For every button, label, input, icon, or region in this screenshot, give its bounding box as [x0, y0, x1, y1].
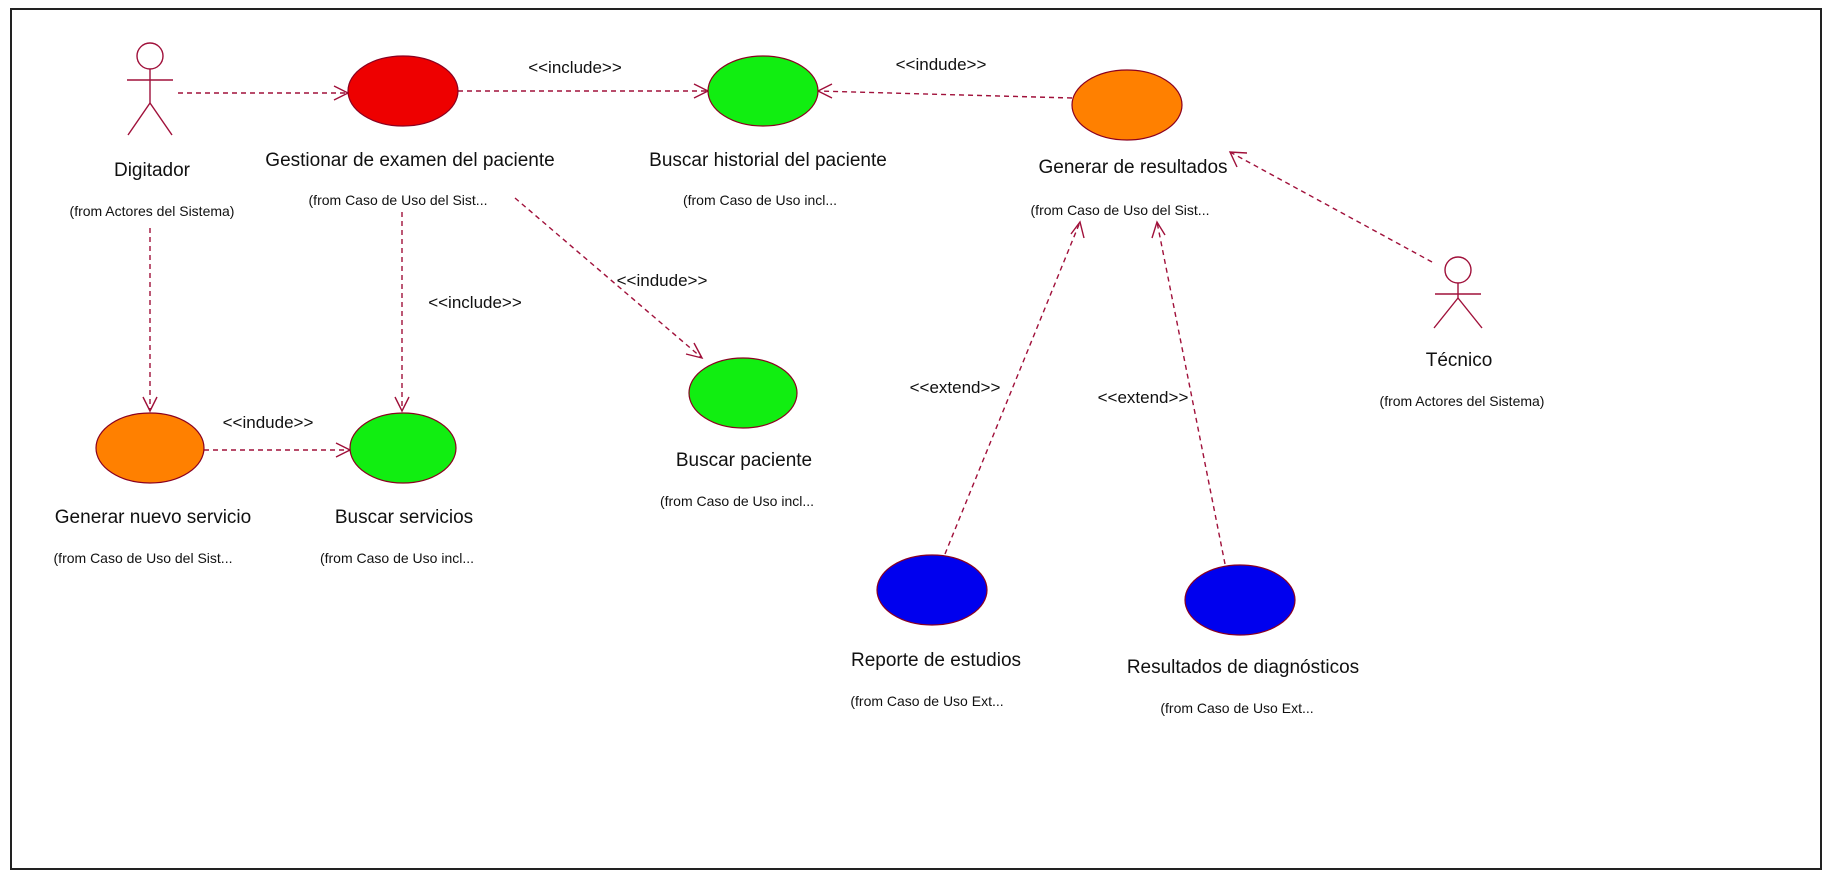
- usecase-gestionar-examen[interactable]: [347, 55, 459, 127]
- usecase-reporte-from: (from Caso de Uso Ext...: [850, 693, 1004, 709]
- actor-digitador-icon[interactable]: [127, 42, 173, 136]
- stereotype-include-label: <<indude>>: [222, 413, 314, 432]
- usecase-generar-resultados-from: (from Caso de Uso del Sist...: [1030, 202, 1210, 218]
- dep-generar-historial: [817, 90, 1073, 99]
- usecase-buscar-servicios-from: (from Caso de Uso incl...: [319, 550, 475, 566]
- usecase-buscar-paciente-from: (from Caso de Uso incl...: [659, 493, 815, 509]
- usecase-buscar-paciente[interactable]: [688, 357, 798, 429]
- usecase-buscar-paciente-name: Buscar paciente: [675, 450, 813, 471]
- usecase-gestionar-from: (from Caso de Uso del Sist...: [308, 192, 488, 208]
- usecase-historial-name: Buscar historial del paciente: [649, 150, 887, 171]
- usecase-generar-resultados-name: Generar de resultados: [1038, 157, 1228, 178]
- usecase-resultados-diag-from: (from Caso de Uso Ext...: [1160, 700, 1314, 716]
- actor-tecnico-name: Técnico: [1425, 350, 1493, 371]
- usecase-buscar-servicios-name: Buscar servicios: [334, 507, 474, 528]
- diagram-frame: [10, 8, 1822, 870]
- arrowhead: [1151, 220, 1166, 239]
- usecase-generar-resultados[interactable]: [1071, 69, 1183, 141]
- usecase-generar-nuevo-servicio[interactable]: [95, 412, 205, 484]
- arrowhead: [685, 342, 704, 360]
- stereotype-include-label: <<include>>: [428, 293, 522, 312]
- arrowhead: [1228, 151, 1248, 168]
- stereotype-extend-label: <<extend>>: [1097, 388, 1189, 407]
- actor-digitador-from: (from Actores del Sistema): [69, 203, 235, 219]
- usecase-gestionar-name: Gestionar de examen del paciente: [265, 150, 555, 171]
- usecase-resultados-diagnosticos[interactable]: [1184, 564, 1296, 636]
- usecase-resultados-diag-name: Resultados de diagnósticos: [1126, 657, 1360, 678]
- usecase-generar-servicio-from: (from Caso de Uso del Sist...: [53, 550, 233, 566]
- actor-tecnico-icon[interactable]: [1433, 256, 1483, 329]
- usecase-generar-servicio-name: Generar nuevo servicio: [54, 507, 252, 528]
- actor-digitador-name: Digitador: [113, 160, 191, 181]
- actor-tecnico-from: (from Actores del Sistema): [1379, 393, 1545, 409]
- usecase-reporte-estudios[interactable]: [876, 554, 988, 626]
- stereotype-include-label: <<indude>>: [895, 55, 987, 74]
- usecase-buscar-historial[interactable]: [707, 55, 819, 127]
- dep-reporte-generar-resultados: [944, 221, 1081, 555]
- usecase-buscar-servicios[interactable]: [349, 412, 457, 484]
- arrowhead: [394, 396, 410, 413]
- usecase-historial-from: (from Caso de Uso incl...: [682, 192, 838, 208]
- stereotype-include-label: <<indude>>: [616, 271, 708, 290]
- usecase-reporte-name: Reporte de estudios: [850, 650, 1022, 671]
- arrowhead: [142, 396, 158, 413]
- stereotype-include-label: <<include>>: [528, 58, 622, 77]
- dep-diag-generar-resultados: [1156, 221, 1226, 565]
- stereotype-extend-label: <<extend>>: [909, 378, 1001, 397]
- arrowhead: [1070, 220, 1085, 239]
- dep-tecnico-generar-resultados: [1229, 151, 1433, 263]
